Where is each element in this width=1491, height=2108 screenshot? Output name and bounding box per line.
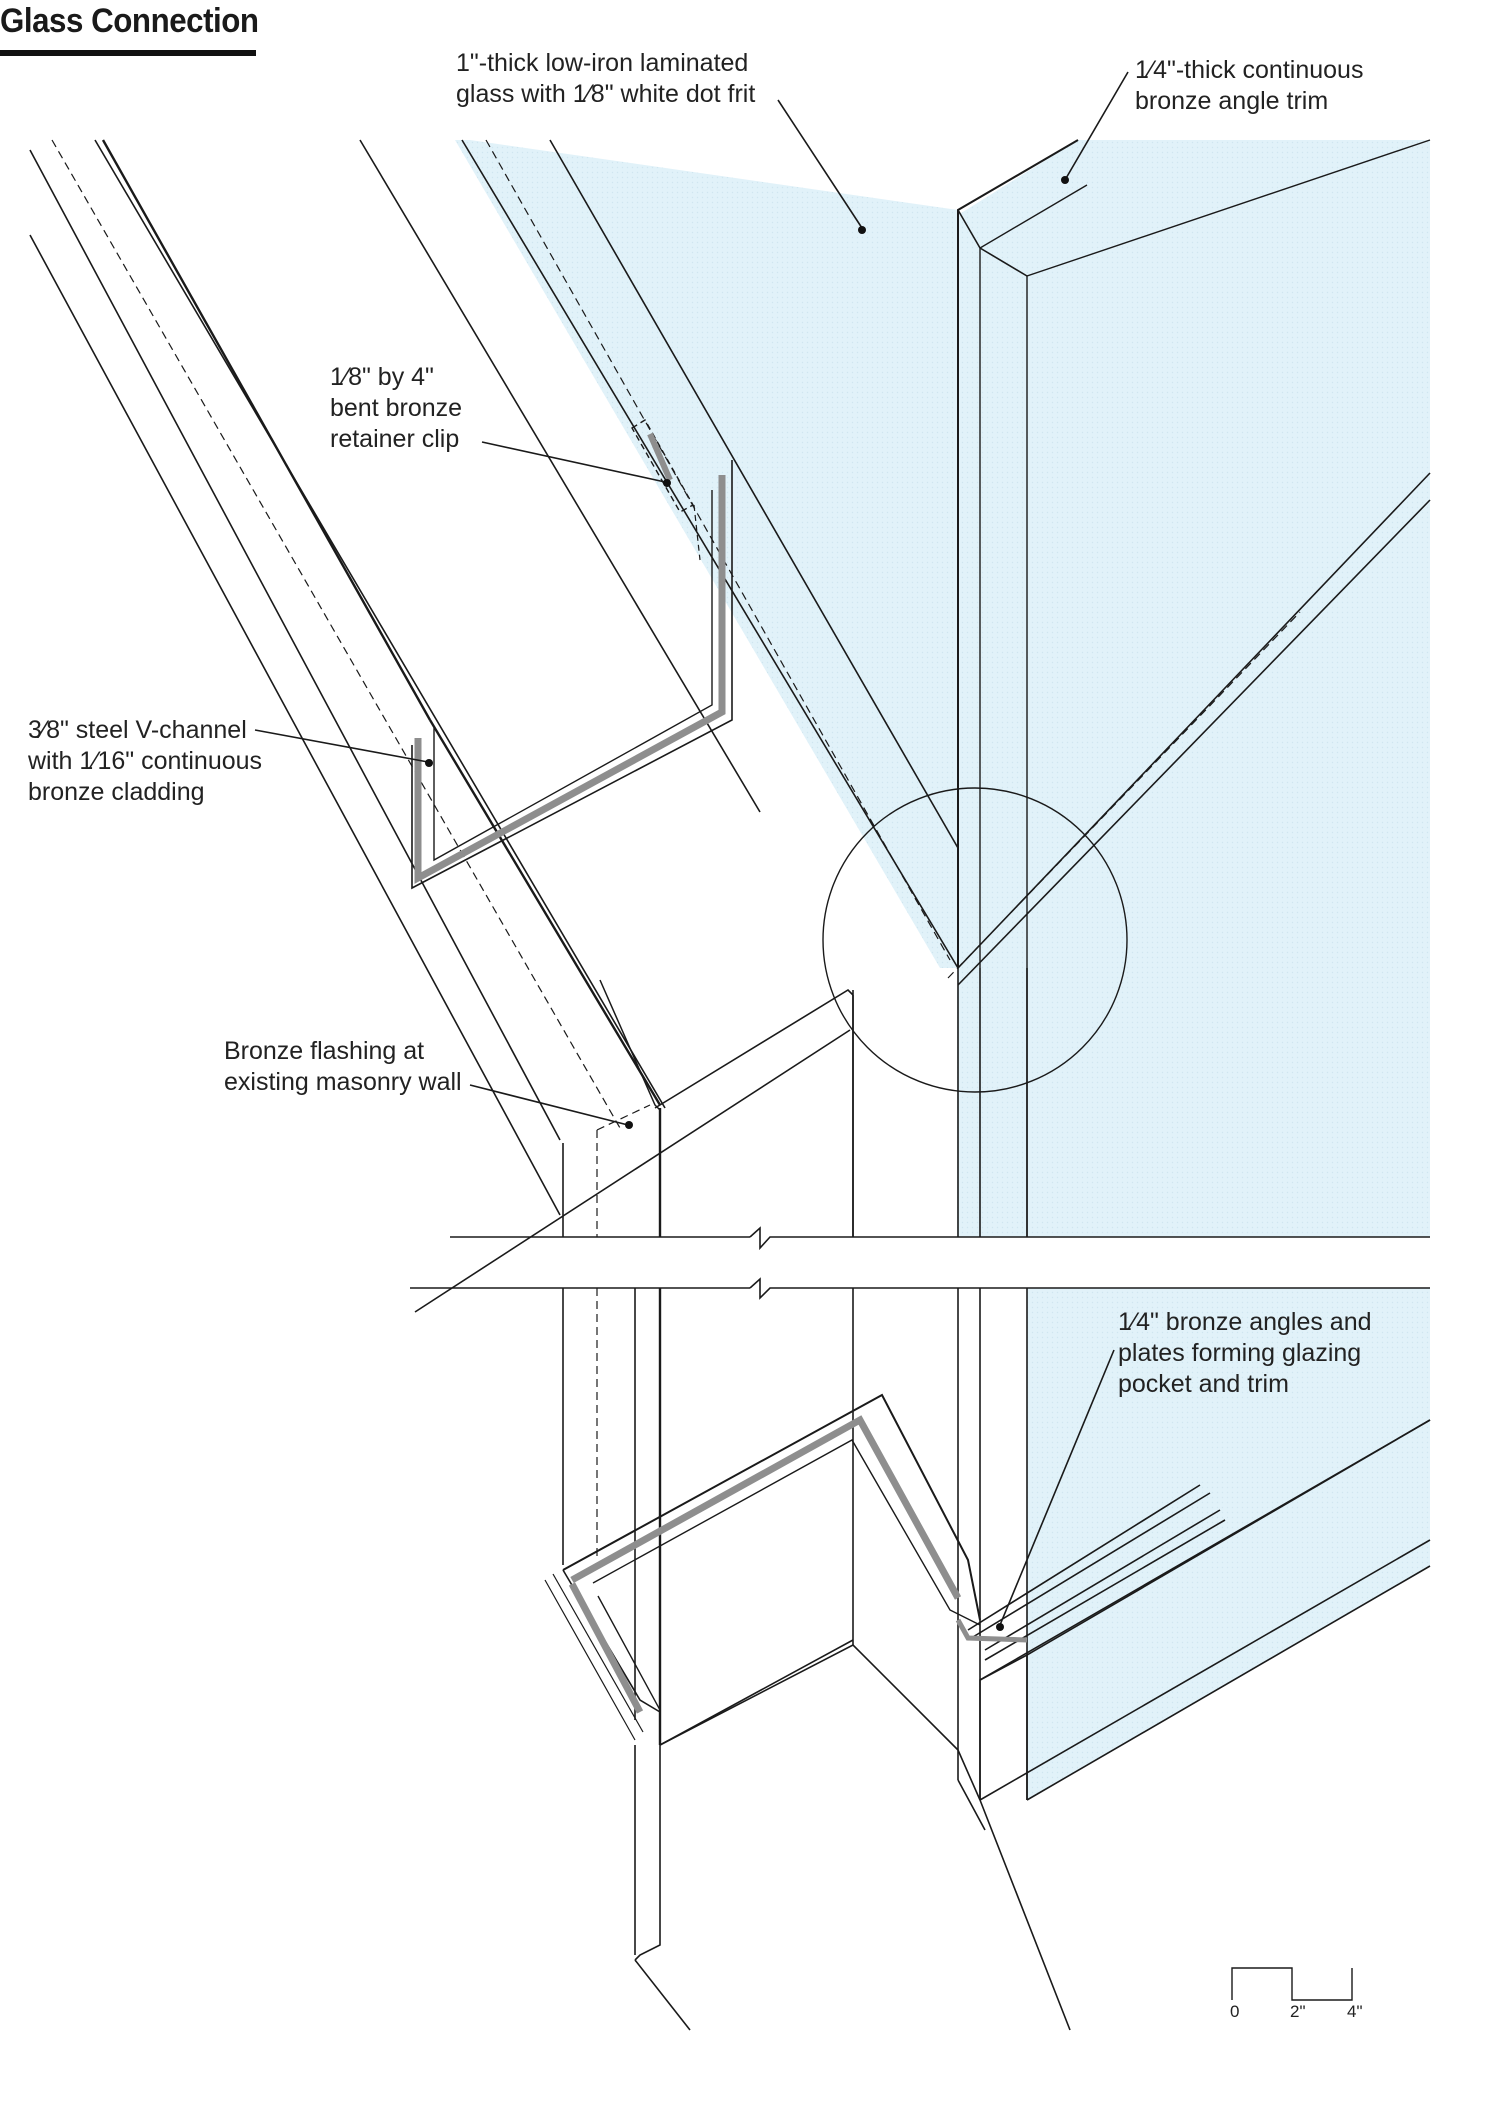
- glass-gap-mask: [450, 1237, 1440, 1288]
- leader-clip-dot: [663, 479, 671, 487]
- diagram-title: Glass Connection: [0, 2, 259, 40]
- lower-channel-bronze: [568, 1582, 644, 1714]
- wall-diagonal-5: [359, 139, 761, 813]
- glass-edge-outer: [461, 139, 959, 969]
- leader-angles-dot: [996, 1623, 1004, 1631]
- leader-clip: [481, 441, 666, 483]
- glass-diagonal-2: [957, 499, 1431, 986]
- scale-bar: [1231, 1967, 1353, 2001]
- wall-diagonal-2: [29, 234, 561, 1216]
- lower-interior: [659, 1644, 981, 1801]
- scale-tick-4: 4": [1347, 2002, 1363, 2021]
- leader-glass: [777, 99, 863, 229]
- glazing-pocket-bronze: [570, 1415, 962, 1600]
- label-channel: 3⁄8" steel V-channel with 1⁄16" continuo…: [28, 716, 263, 806]
- glass-diagonal-dashed: [947, 611, 1301, 979]
- title-underline: [0, 50, 256, 56]
- retainer-clip: [631, 419, 694, 513]
- glass-panel-lower: [1027, 1288, 1430, 1800]
- leader-flashing-dot: [625, 1121, 633, 1129]
- scale-tick-0: 0: [1230, 2002, 1240, 2021]
- glazing-pocket-inner: [592, 1439, 981, 1626]
- base-line-1: [634, 1745, 661, 1961]
- leader-trim-dot: [1061, 176, 1069, 184]
- base-line-2: [979, 1799, 1071, 2031]
- detail-circle: [822, 787, 1128, 1093]
- v-channel-upper-outer: [411, 460, 733, 890]
- angle-trim-top: [957, 209, 981, 249]
- v-channel-upper-inner: [433, 490, 713, 862]
- lower-glass-edge-2: [967, 1492, 1211, 1641]
- glass-diagonal-1: [957, 472, 1431, 969]
- label-angles: 1⁄4" bronze angles and plates forming gl…: [1118, 1308, 1372, 1398]
- label-trim: 1⁄4"-thick continuous bronze angle trim: [1135, 56, 1364, 115]
- lower-channel-inner: [597, 1595, 661, 1745]
- leader-glass-dot: [858, 226, 866, 234]
- wall-diagonal-6: [428, 719, 662, 1106]
- v-channel-upper-bronze: [414, 475, 726, 884]
- leader-channel: [254, 729, 429, 763]
- wall-diagonal-1: [29, 149, 561, 1141]
- leader-angles: [999, 1349, 1115, 1626]
- wall-diagonal-4: [101, 139, 432, 721]
- leader-flashing: [469, 1084, 629, 1126]
- glazing-pocket-outer: [562, 1393, 981, 1621]
- glass-panel-upper: [455, 140, 1430, 1237]
- leader-channel-dot: [425, 759, 433, 767]
- glass-panel-angled-face: [455, 140, 958, 968]
- label-clip: 1⁄8" by 4" bent bronze retainer clip: [330, 363, 463, 453]
- scale-tick-2: 2": [1290, 2002, 1306, 2021]
- wall-diagonal-dashed: [51, 139, 621, 1129]
- flashing-block-edge: [596, 1104, 651, 1131]
- wall-diagonal-3: [94, 139, 666, 1109]
- label-glass: 1"-thick low-iron laminated glass with 1…: [456, 49, 756, 108]
- masonry-diagonal: [414, 1029, 851, 1313]
- masonry-top: [654, 988, 854, 1109]
- glass-frit-dashed: [485, 139, 951, 961]
- lower-glass-edge-1: [967, 1484, 1201, 1631]
- label-flashing: Bronze flashing at existing masonry wall: [224, 1037, 462, 1096]
- leader-trim: [1064, 71, 1129, 181]
- glass-edge-inner: [549, 139, 959, 849]
